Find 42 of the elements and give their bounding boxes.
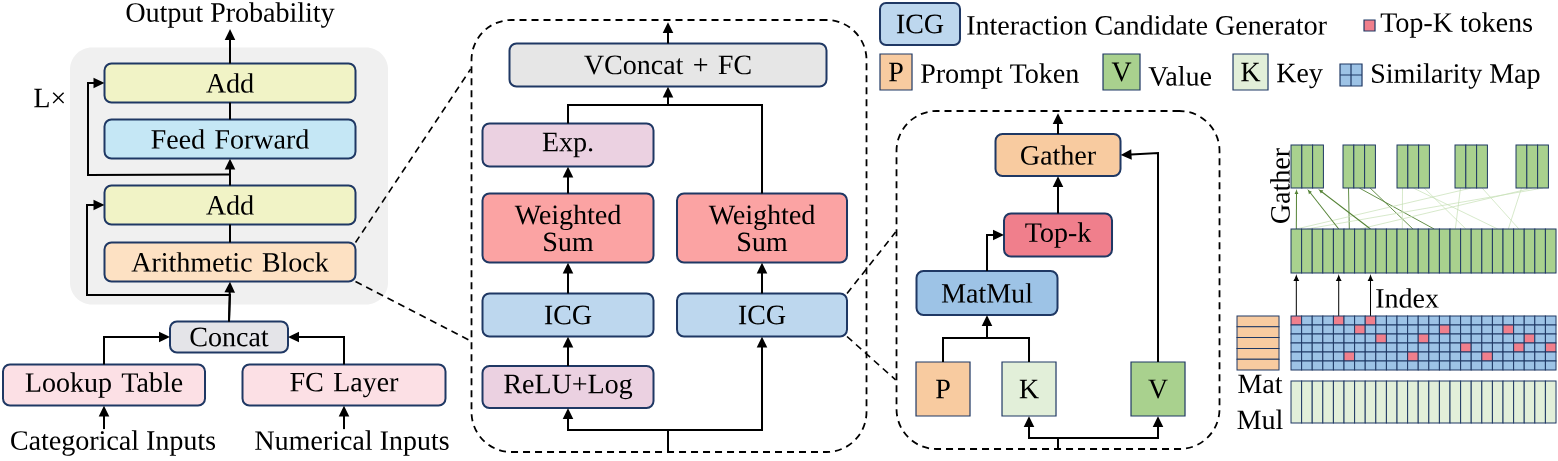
input-label: Categorical Inputs — [11, 430, 216, 456]
process-box: Weighted Sum — [676, 192, 848, 264]
process-box: ReLU+Log — [481, 365, 655, 409]
token-square: P — [915, 361, 971, 417]
zoom-line — [846, 335, 897, 381]
process-box: Add — [103, 184, 357, 226]
token-square: K — [1001, 361, 1057, 417]
arrow — [86, 199, 232, 323]
process-box: VConcat + FC — [508, 42, 828, 88]
legend-label: Top-K tokens — [1380, 12, 1532, 38]
process-box: Concat — [169, 320, 289, 354]
legend-label: Value — [1148, 66, 1211, 86]
legend-label: Prompt Token — [921, 63, 1079, 89]
process-box: MatMul — [915, 270, 1059, 316]
legend-label: Similarity Map — [1372, 63, 1540, 89]
zoom-panel — [895, 110, 1221, 450]
process-box: Weighted Sum — [481, 192, 655, 264]
legend-label: Key — [1277, 63, 1323, 89]
zoom-line — [354, 68, 472, 244]
process-box: Exp. — [481, 122, 655, 168]
process-box: ICG — [481, 292, 655, 338]
connector-line — [229, 101, 231, 121]
repeat-count-label: L× — [34, 88, 65, 108]
axis-label: Mat Mul — [1237, 374, 1283, 430]
process-box: Feed Forward — [103, 118, 357, 160]
process-box: Lookup Table — [2, 363, 206, 407]
process-box: Arithmetic Block — [103, 241, 357, 283]
index-label: Index — [1376, 288, 1439, 308]
process-box: Top-k — [1003, 212, 1113, 258]
axis-label: Gather — [1270, 148, 1290, 223]
token-square: V — [1130, 361, 1186, 417]
input-label: Numerical Inputs — [255, 430, 449, 456]
process-box: Gather — [994, 133, 1122, 177]
zoom-line — [846, 231, 897, 295]
legend-label: Interaction Candidate Generator — [967, 15, 1327, 35]
zoom-panel — [470, 19, 868, 453]
process-box: ICG — [676, 292, 848, 338]
arrow — [87, 77, 231, 176]
process-box: FC Layer — [241, 363, 447, 407]
process-box: Add — [103, 62, 357, 104]
output-label: Output Probability — [126, 2, 335, 28]
connector-line — [229, 223, 231, 244]
